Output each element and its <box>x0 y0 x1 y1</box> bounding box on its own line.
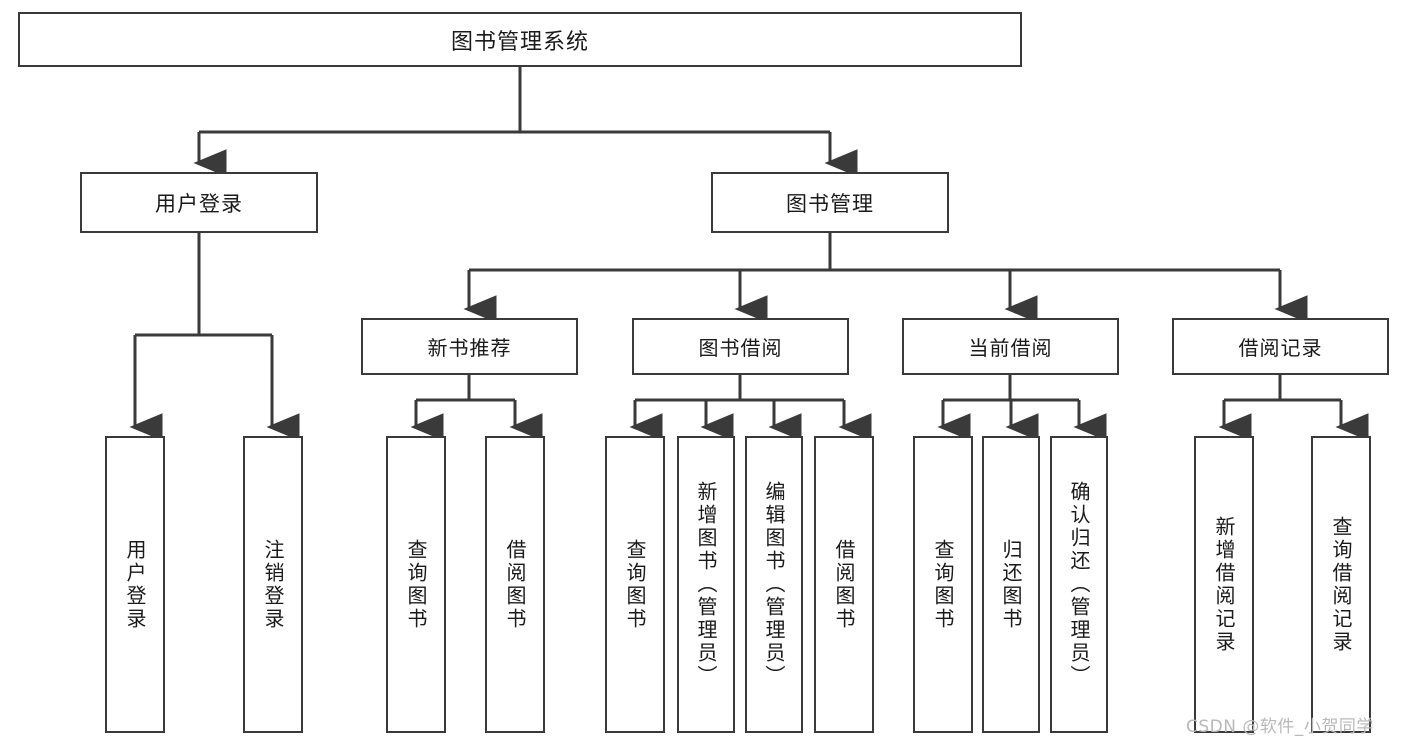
node-label: 编辑图书（管理员） <box>762 481 786 688</box>
node-leaf-confirm-return-admin[interactable]: 确认归还（管理员） <box>1050 436 1108 733</box>
node-root-book-management-system[interactable]: 图书管理系统 <box>18 12 1022 67</box>
node-label: 查询借阅记录 <box>1329 515 1353 654</box>
node-current-borrow[interactable]: 当前借阅 <box>902 318 1119 375</box>
node-label: 归还图书 <box>999 538 1023 631</box>
node-label: 注销登录 <box>261 538 285 631</box>
node-label: 查询图书 <box>623 538 647 631</box>
node-label: 查询图书 <box>931 538 955 631</box>
node-leaf-query-book-borrow[interactable]: 查询图书 <box>605 436 665 733</box>
node-leaf-borrow-book-recommend[interactable]: 借阅图书 <box>485 436 545 733</box>
node-label: 图书借阅 <box>698 336 783 360</box>
node-book-borrow[interactable]: 图书借阅 <box>632 318 849 375</box>
node-new-book-recommend[interactable]: 新书推荐 <box>361 318 578 375</box>
node-leaf-query-book-recommend[interactable]: 查询图书 <box>386 436 446 733</box>
node-leaf-borrow-book[interactable]: 借阅图书 <box>814 436 874 733</box>
node-label: 用户登录 <box>155 191 243 216</box>
csdn-watermark: CSDN @软件_小贺同学 <box>1186 717 1374 737</box>
node-user-login[interactable]: 用户登录 <box>80 172 318 233</box>
node-leaf-add-borrow-record[interactable]: 新增借阅记录 <box>1194 436 1254 733</box>
node-leaf-logout[interactable]: 注销登录 <box>243 436 303 733</box>
node-book-management[interactable]: 图书管理 <box>711 172 949 233</box>
node-leaf-return-book[interactable]: 归还图书 <box>982 436 1040 733</box>
node-label: 借阅图书 <box>832 538 856 631</box>
node-leaf-query-book-current[interactable]: 查询图书 <box>913 436 973 733</box>
node-label: 新增借阅记录 <box>1212 515 1236 654</box>
node-label: 新书推荐 <box>427 336 512 360</box>
node-borrow-record[interactable]: 借阅记录 <box>1172 318 1389 375</box>
node-leaf-user-login[interactable]: 用户登录 <box>105 436 165 733</box>
node-label: 借阅记录 <box>1238 336 1323 360</box>
node-leaf-add-book-admin[interactable]: 新增图书（管理员） <box>677 436 735 733</box>
node-label: 用户登录 <box>123 538 147 631</box>
node-leaf-edit-book-admin[interactable]: 编辑图书（管理员） <box>745 436 803 733</box>
node-label: 借阅图书 <box>503 538 527 631</box>
node-label: 图书管理系统 <box>450 29 589 55</box>
node-label: 确认归还（管理员） <box>1067 481 1091 688</box>
node-label: 当前借阅 <box>968 336 1053 360</box>
node-leaf-query-borrow-record[interactable]: 查询借阅记录 <box>1311 436 1371 733</box>
node-label: 新增图书（管理员） <box>694 481 718 688</box>
node-label: 查询图书 <box>404 538 428 631</box>
node-label: 图书管理 <box>786 191 874 216</box>
